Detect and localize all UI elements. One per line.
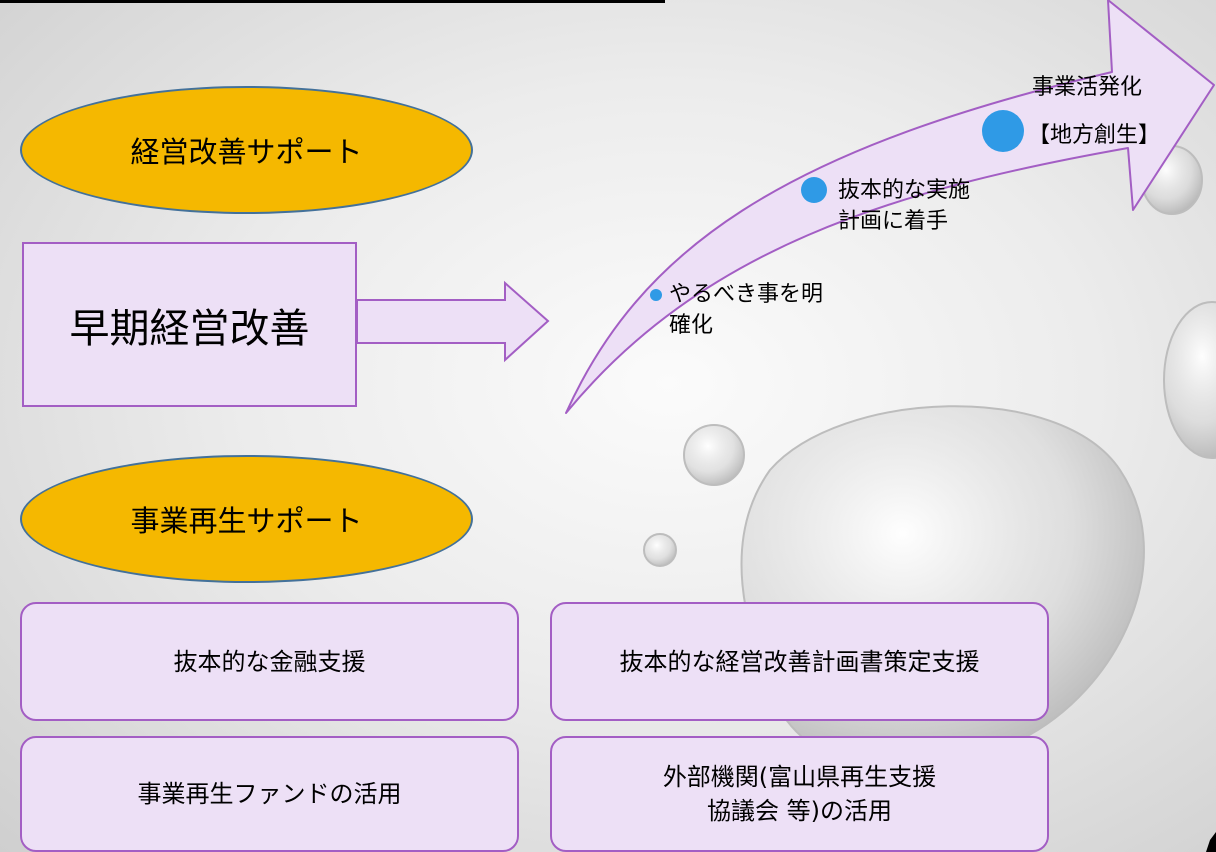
step-label-3: 事業活発化 [1032,75,1143,100]
water-drop [1163,301,1216,459]
step-dot-2 [801,177,827,203]
step-label-2: 抜本的な実施 計画に着手 [838,178,971,234]
fund-utilization-box: 事業再生ファンドの活用 [20,736,519,852]
plan-support-box: 抜本的な経営改善計画書策定支援 [550,602,1049,721]
external-organization-label: 外部機関(富山県再生支援 協議会 等)の活用 [662,763,937,825]
step-dot-1 [650,289,662,301]
financial-support-label: 抜本的な金融支援 [173,647,366,676]
curved-progress-arrow [565,0,1215,414]
early-improvement-label: 早期経営改善 [69,305,310,352]
water-drop [683,424,745,486]
right-arrow [356,280,550,363]
step-label-1: やるべき事を明 確化 [669,282,824,338]
management-support-oval: 経営改善サポート [20,86,473,214]
step-label-4: 【地方創生】 [1028,123,1161,148]
water-drop [643,533,677,567]
external-organization-box: 外部機関(富山県再生支援 協議会 等)の活用 [550,736,1049,852]
top-border-line [0,0,665,3]
fund-utilization-label: 事業再生ファンドの活用 [137,780,402,808]
corner-mark [1206,832,1216,852]
management-support-label: 経営改善サポート [130,135,363,169]
plan-support-label: 抜本的な経営改善計画書策定支援 [619,647,980,676]
step-dot-3 [982,110,1024,152]
business-rehab-support-label: 事業再生サポート [130,504,363,538]
business-rehab-support-oval: 事業再生サポート [20,455,473,583]
financial-support-box: 抜本的な金融支援 [20,602,519,721]
early-improvement-box: 早期経営改善 [22,242,357,407]
